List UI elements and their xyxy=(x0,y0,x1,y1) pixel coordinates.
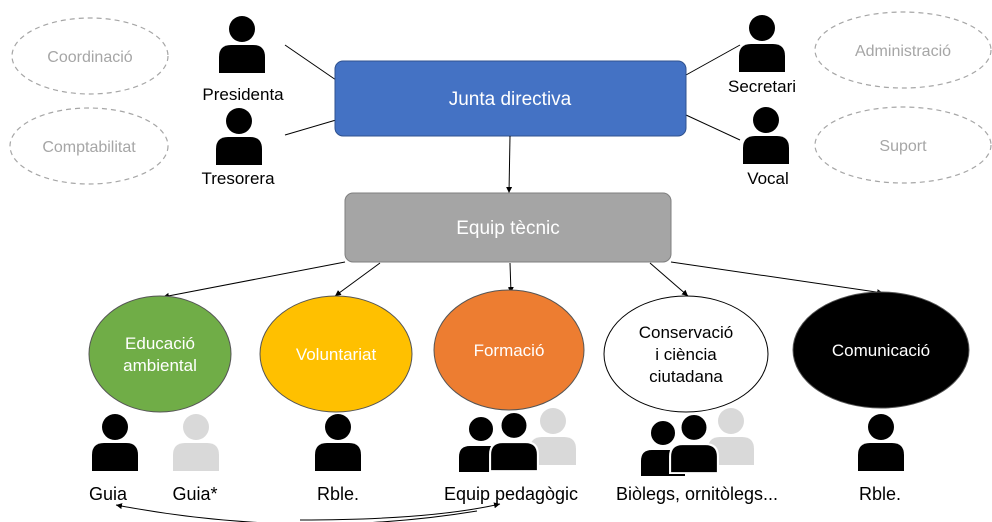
area-training-shape xyxy=(433,289,585,411)
treasurer-person-icon xyxy=(216,108,262,165)
function-administration-label: Administració xyxy=(855,43,951,60)
people-communication: Rble. xyxy=(858,414,904,504)
treasurer-label: Tresorera xyxy=(201,169,275,188)
board-box: Junta directiva xyxy=(334,60,687,137)
area-education-label: ambiental xyxy=(123,356,197,375)
treasurer: Tresorera xyxy=(201,108,275,188)
member-person-icon xyxy=(743,107,789,164)
area-education-label: Educació xyxy=(125,334,195,353)
area-volunteering: Voluntariat xyxy=(259,295,413,413)
guide-person-icon xyxy=(92,414,138,471)
tech-to-area-arrows xyxy=(162,261,884,299)
function-coordination-label: Coordinació xyxy=(47,49,132,66)
area-conservation-shape xyxy=(603,295,769,413)
function-coordination: Coordinació xyxy=(11,17,169,95)
function-administration: Administració xyxy=(814,11,992,89)
guide-alt-label: Guia* xyxy=(172,484,217,504)
pedagogic-curve-arrowhead xyxy=(299,502,501,521)
tech-team-box: Equip tècnic xyxy=(344,192,672,263)
communication-responsible-label: Rble. xyxy=(859,484,901,504)
people-conservation: Biòlegs, ornitòlegs... xyxy=(616,408,778,504)
area-education: Educació ambiental xyxy=(88,295,232,413)
area-communication-shape xyxy=(792,291,970,409)
area-volunteering-shape xyxy=(259,295,413,413)
president-label: Presidenta xyxy=(202,85,284,104)
area-education-shape xyxy=(88,295,232,413)
secretary: Secretari xyxy=(728,15,796,96)
area-conservation-label: Conservació xyxy=(639,323,734,342)
area-communication: Comunicació xyxy=(792,291,970,409)
member: Vocal xyxy=(743,107,789,188)
tech-team-label: Equip tècnic xyxy=(456,218,560,239)
area-training: Formació xyxy=(433,289,585,411)
guide-label: Guia xyxy=(89,484,128,504)
guide-pedagogic-curve-arrow xyxy=(115,503,478,522)
area-conservation-label: ciutadana xyxy=(649,367,723,386)
volunteer-responsible-person-icon xyxy=(315,414,361,471)
area-list: Educació ambiental Voluntariat Formació Cons… xyxy=(88,289,970,413)
secretary-person-icon xyxy=(739,15,785,72)
president-person-icon xyxy=(219,16,265,73)
area-communication-label: Comunicació xyxy=(832,341,930,360)
volunteer-responsible-label: Rble. xyxy=(317,484,359,504)
board-to-tech-arrow xyxy=(506,135,513,194)
communication-responsible-person-icon xyxy=(858,414,904,471)
area-conservation-label: i ciència xyxy=(655,345,717,364)
member-label: Vocal xyxy=(747,169,789,188)
people-training: Equip pedagògic xyxy=(444,408,578,504)
people-education: Guia Guia* xyxy=(89,414,219,504)
pedagogic-team-label: Equip pedagògic xyxy=(444,484,578,504)
function-support: Suport xyxy=(814,106,992,184)
guide-alt-person-icon xyxy=(173,414,219,471)
board-label: Junta directiva xyxy=(449,89,572,110)
role-connectors xyxy=(284,44,741,141)
biologists-label: Biòlegs, ornitòlegs... xyxy=(616,484,778,504)
function-support-label: Suport xyxy=(879,138,927,155)
area-volunteering-label: Voluntariat xyxy=(296,345,377,364)
area-conservation: Conservació i ciència ciutadana xyxy=(603,295,769,413)
secretary-label: Secretari xyxy=(728,77,796,96)
pedagogic-person-icon-2 xyxy=(489,410,539,472)
function-accounting: Comptabilitat xyxy=(9,107,169,185)
people-volunteering: Rble. xyxy=(315,414,361,504)
area-training-label: Formació xyxy=(474,341,545,360)
president: Presidenta xyxy=(202,16,284,104)
function-accounting-label: Comptabilitat xyxy=(42,139,136,156)
